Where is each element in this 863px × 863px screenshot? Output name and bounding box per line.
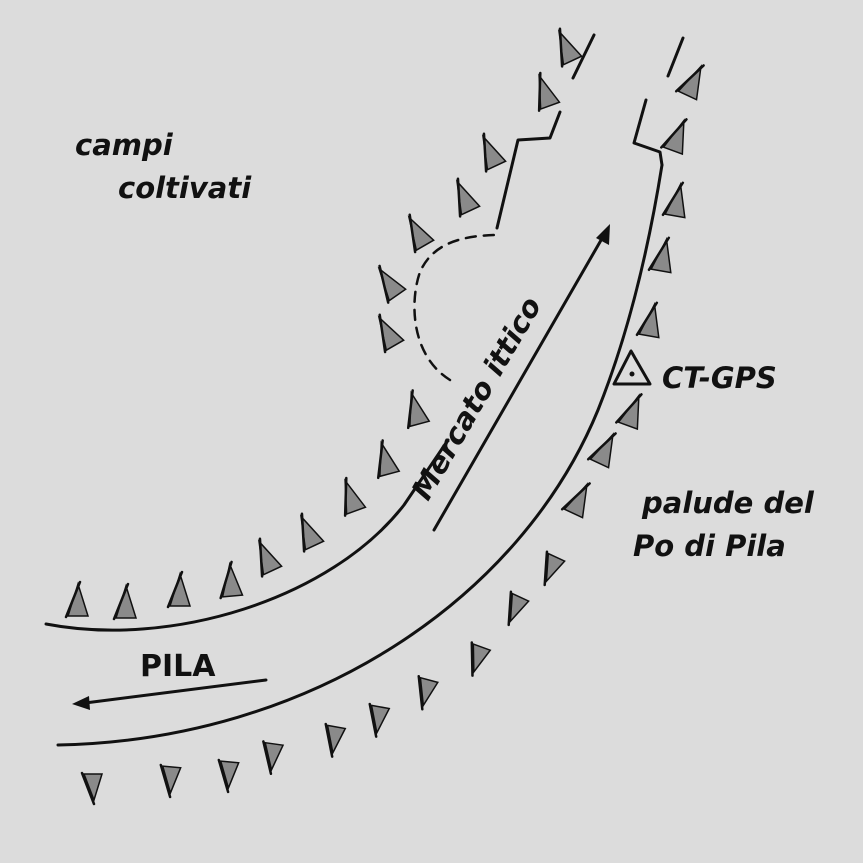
bank-tick-icon	[455, 177, 481, 218]
bank-tick-icon	[407, 213, 435, 254]
bank-tick-icon	[219, 560, 244, 600]
bank-tick-icon	[560, 482, 591, 519]
bank-tick-icon	[257, 537, 283, 578]
market-arrowhead-icon	[596, 224, 610, 245]
triangle-point-icon	[612, 349, 652, 386]
lower-bank-top	[666, 36, 685, 78]
market-dashed-boundary	[413, 233, 497, 382]
bank-tick-icon	[586, 432, 617, 469]
bank-tick-icon	[470, 641, 492, 677]
bank-tick-icon	[406, 389, 431, 430]
bank-tick-icon	[537, 71, 561, 112]
bank-tick-icon	[377, 264, 407, 304]
bank-tick-icon	[262, 740, 285, 776]
upper-bank-line	[44, 438, 450, 632]
bank-tick-icon	[299, 512, 325, 553]
bank-tick-icon	[376, 439, 401, 480]
bank-tick-icon	[217, 758, 240, 794]
bank-tick-icon	[507, 590, 530, 627]
pila-arrowhead-icon	[72, 696, 90, 710]
bank-tick-icon	[660, 118, 688, 156]
upper-bank-wall-top	[571, 33, 596, 80]
bank-tick-icon	[377, 313, 405, 354]
pila-arrow-line	[83, 678, 268, 705]
bank-tick-icon	[159, 763, 182, 799]
bank-tick-icon	[343, 476, 367, 517]
market-arrow-line	[432, 233, 606, 532]
town-label: PILA	[140, 649, 216, 684]
bank-tick-icon	[324, 722, 347, 758]
bank-tick-icon	[635, 301, 660, 339]
station-label: CT-GPS	[662, 361, 777, 395]
lower-bank-line	[56, 163, 664, 747]
bank-tick-icon	[481, 132, 507, 173]
bank-tick-icon	[615, 393, 643, 431]
bank-tick-icon	[543, 550, 566, 587]
bank-tick-icon	[557, 27, 583, 68]
bank-tick-icon	[368, 702, 391, 738]
bank-tick-icon	[80, 771, 104, 806]
upper-bank-wall	[495, 110, 562, 230]
bank-tick-icon	[674, 64, 705, 101]
embankment-hachures	[64, 27, 705, 806]
bank-tick-icon	[647, 236, 672, 274]
bank-tick-icon	[64, 580, 90, 619]
bank-tick-icon	[166, 570, 192, 609]
fields-label-line2: coltivati	[118, 171, 252, 205]
lower-bank-notch	[632, 98, 664, 167]
bank-tick-icon	[661, 181, 686, 219]
marsh-label-line2: Po di Pila	[633, 529, 786, 563]
bank-tick-icon	[417, 674, 439, 711]
marsh-label-line1: palude del	[641, 486, 815, 520]
bank-tick-icon	[112, 582, 138, 621]
fields-label-line1: campi	[75, 128, 174, 162]
